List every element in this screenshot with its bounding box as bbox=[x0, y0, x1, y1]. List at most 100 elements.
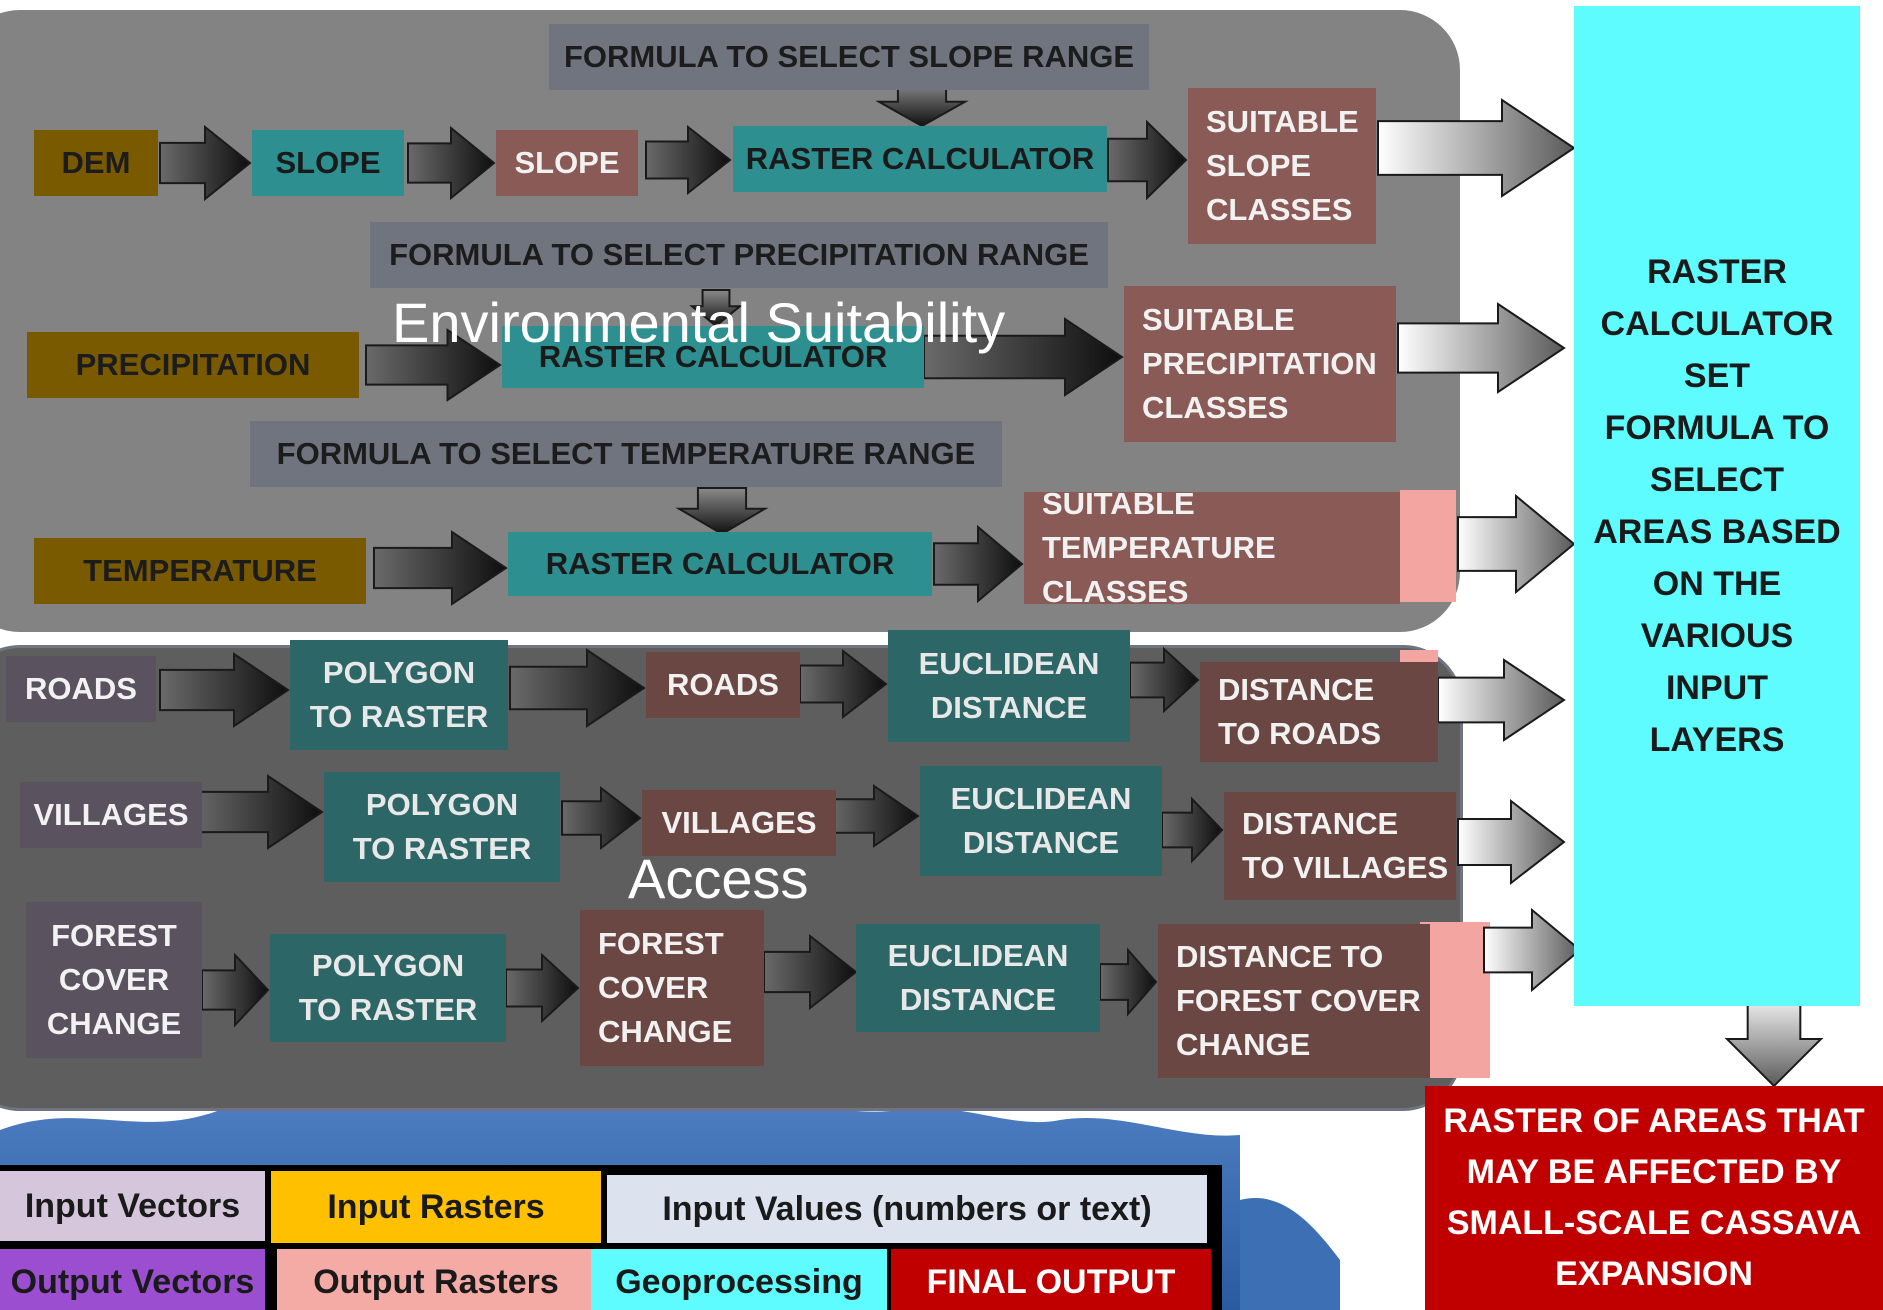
polygon-to-raster-line: TO RASTER bbox=[309, 699, 489, 734]
flow-arrow bbox=[829, 784, 920, 848]
flow-arrow bbox=[1129, 646, 1200, 714]
flow-arrow bbox=[159, 124, 252, 202]
legend-final-output-label: FINAL OUTPUT bbox=[926, 1262, 1176, 1301]
output-arrow bbox=[1457, 798, 1566, 886]
raster-calculator-precipitation-label: RASTER CALCULATOR bbox=[538, 339, 888, 374]
roads-raster-output: ROADS bbox=[646, 652, 800, 718]
polygon-to-raster-line: TO RASTER bbox=[352, 831, 532, 866]
combine-line: SELECT bbox=[1649, 461, 1785, 499]
combine-line: AREAS BASED bbox=[1593, 513, 1841, 551]
legend-final-output: FINAL OUTPUT bbox=[891, 1249, 1211, 1310]
down-arrow bbox=[689, 289, 743, 328]
raster-calculator-precipitation: RASTER CALCULATOR bbox=[502, 326, 924, 388]
suitable-slope-line: CLASSES bbox=[1206, 192, 1353, 227]
temperature-label: TEMPERATURE bbox=[83, 553, 317, 588]
polygon-to-raster-line: POLYGON bbox=[322, 655, 476, 690]
section-title-access: Access bbox=[628, 847, 809, 910]
slope-output: SLOPE bbox=[496, 130, 638, 196]
flow-arrow bbox=[201, 952, 270, 1028]
flow-arrow bbox=[799, 648, 888, 720]
formula-precipitation-label: FORMULA TO SELECT PRECIPITATION RANGE bbox=[389, 237, 1089, 272]
suitable-slope-line: SUITABLE bbox=[1206, 104, 1359, 139]
precipitation-input: PRECIPITATION bbox=[27, 332, 359, 398]
roads-raster-label: ROADS bbox=[667, 667, 779, 702]
dem-input: DEM bbox=[34, 130, 158, 196]
output-edge bbox=[1400, 490, 1456, 602]
combine-line: RASTER bbox=[1647, 253, 1787, 291]
flow-arrow bbox=[365, 328, 502, 402]
flow-arrow bbox=[159, 652, 290, 728]
flow-arrow bbox=[1099, 947, 1158, 1017]
distance-to-roads-line: DISTANCE bbox=[1218, 672, 1375, 707]
distance-to-forest-line: FOREST COVER bbox=[1176, 983, 1421, 1018]
legend-input-rasters-label: Input Rasters bbox=[327, 1187, 545, 1226]
dem-label: DEM bbox=[61, 145, 131, 180]
combine-line: LAYERS bbox=[1649, 721, 1785, 759]
distance-to-villages-line: DISTANCE bbox=[1242, 806, 1399, 841]
flow-arrow bbox=[923, 317, 1124, 397]
flow-arrow bbox=[407, 125, 496, 201]
legend: Input Vectors Input Rasters Input Values… bbox=[0, 1165, 1222, 1310]
final-line: MAY BE AFFECTED BY bbox=[1466, 1153, 1842, 1191]
legend-input-values: Input Values (numbers or text) bbox=[607, 1175, 1207, 1243]
formula-slope-box: FORMULA TO SELECT SLOPE RANGE bbox=[549, 24, 1149, 90]
final-line: RASTER OF AREAS THAT bbox=[1443, 1102, 1865, 1140]
combine-line: CALCULATOR bbox=[1600, 305, 1834, 343]
flow-arrow bbox=[933, 524, 1024, 604]
formula-temperature-label: FORMULA TO SELECT TEMPERATURE RANGE bbox=[276, 436, 976, 471]
raster-calculator-temperature: RASTER CALCULATOR bbox=[508, 532, 932, 596]
combine-line: FORMULA TO bbox=[1604, 409, 1830, 447]
down-arrow bbox=[675, 487, 769, 536]
raster-calculator-slope-label: RASTER CALCULATOR bbox=[745, 141, 1095, 176]
flow-arrow bbox=[509, 648, 646, 728]
combine-line: INPUT bbox=[1665, 669, 1768, 707]
formula-temperature-box: FORMULA TO SELECT TEMPERATURE RANGE bbox=[250, 421, 1002, 487]
forest-line: FOREST bbox=[51, 918, 177, 953]
output-arrow bbox=[1397, 302, 1566, 394]
section-title-environmental: Environmental Suitability bbox=[392, 291, 1006, 354]
euclidean-distance-line: EUCLIDEAN bbox=[918, 646, 1100, 681]
legend-geoprocessing-label: Geoprocessing bbox=[615, 1262, 863, 1301]
output-arrow bbox=[1377, 98, 1576, 198]
suitable-temperature-line: CLASSES bbox=[1042, 574, 1189, 609]
distance-to-villages-output: DISTANCE TO VILLAGES bbox=[1224, 792, 1456, 900]
slope-tool-label: SLOPE bbox=[275, 145, 381, 180]
flow-arrow bbox=[561, 785, 642, 851]
output-edge bbox=[1420, 922, 1490, 1078]
legend-output-rasters: Output Rasters bbox=[277, 1249, 595, 1310]
legend-output-vectors-label: Output Vectors bbox=[10, 1262, 255, 1301]
forest-raster-line: FOREST bbox=[598, 926, 724, 961]
suitable-precipitation-line: PRECIPITATION bbox=[1142, 346, 1377, 381]
legend-input-vectors: Input Vectors bbox=[0, 1171, 265, 1241]
villages-label: VILLAGES bbox=[33, 797, 189, 832]
euclidean-distance-line: EUCLIDEAN bbox=[887, 938, 1069, 973]
polygon-to-raster-line: TO RASTER bbox=[298, 992, 478, 1027]
raster-calculator-temperature-label: RASTER CALCULATOR bbox=[545, 546, 895, 581]
forest-raster-line: CHANGE bbox=[598, 1014, 733, 1049]
legend-input-rasters: Input Rasters bbox=[271, 1171, 601, 1243]
output-arrow bbox=[1483, 907, 1582, 993]
flow-arrow bbox=[1107, 119, 1188, 201]
final-line: EXPANSION bbox=[1555, 1255, 1753, 1293]
slope-output-label: SLOPE bbox=[514, 145, 620, 180]
combine-line: ON THE bbox=[1652, 565, 1782, 603]
distance-to-roads-line: TO ROADS bbox=[1218, 716, 1382, 751]
villages-input: VILLAGES bbox=[20, 782, 202, 848]
distance-to-roads-output: DISTANCE TO ROADS bbox=[1200, 662, 1438, 762]
distance-to-villages-line: TO VILLAGES bbox=[1242, 850, 1449, 885]
output-arrow bbox=[1437, 658, 1566, 742]
flow-arrow bbox=[645, 124, 732, 196]
polygon-to-raster-roads: POLYGON TO RASTER bbox=[290, 640, 508, 750]
